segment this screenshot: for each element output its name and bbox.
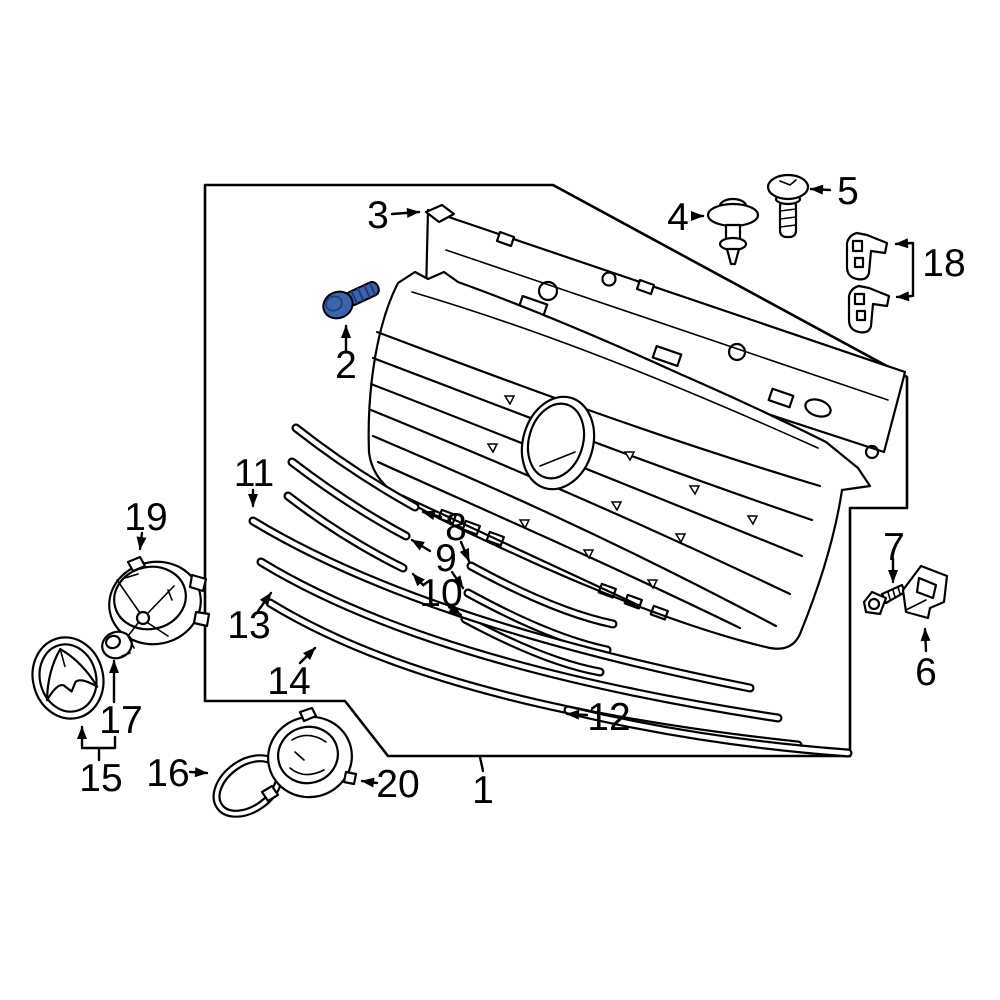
grille-body [367,270,872,650]
mazda-emblem-15 [31,636,105,720]
callout-label-2: 2 [335,344,357,387]
callout-label-17: 17 [99,699,142,742]
push-clip-4 [706,197,760,266]
emblem-mount-oval [520,395,596,491]
callout-label-10: 10 [419,572,462,615]
screw-2-highlighted [322,281,380,320]
grommet-17 [101,630,135,660]
callout-label-1: 1 [472,769,494,812]
callout-label-6: 6 [915,651,937,694]
clip-18-upper [845,231,889,281]
callout-label-19: 19 [124,496,167,539]
callout-label-18: 18 [922,242,965,285]
callout-label-15: 15 [79,757,122,800]
clip-18-lower [847,284,891,334]
callout-label-14: 14 [267,660,310,703]
camera-ring-20 [260,706,358,803]
callout-label-11: 11 [234,452,275,495]
callout-labels: 1 2 3 4 5 6 7 8 9 10 11 12 13 14 15 16 1… [79,170,965,812]
callout-label-20: 20 [376,763,419,806]
callout-label-5: 5 [837,170,859,213]
grille-mesh-cutouts [437,508,669,621]
callout-label-3: 3 [367,194,389,237]
callout-label-12: 12 [587,696,630,739]
callout-label-16: 16 [146,752,189,795]
callout-label-9: 9 [435,537,457,580]
screw-5 [766,173,810,239]
bracket-6 [901,564,949,620]
callout-label-7: 7 [883,526,905,569]
callout-label-8: 8 [445,506,467,549]
callout-leader-lines [77,184,931,788]
screw-7 [862,583,907,616]
emblem-housing-19 [108,555,211,646]
callout-label-13: 13 [227,604,270,647]
callout-label-4: 4 [667,196,689,239]
